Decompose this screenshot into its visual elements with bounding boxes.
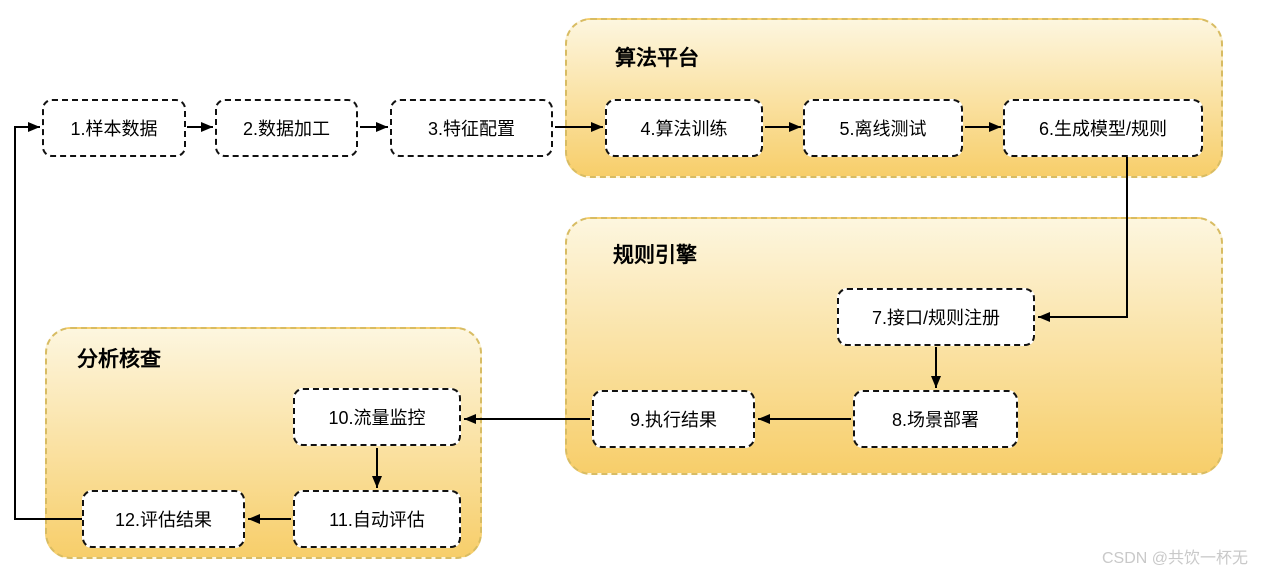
- node-8-scene-deploy: 8.场景部署: [853, 390, 1018, 448]
- node-5-offline-test: 5.离线测试: [803, 99, 963, 157]
- node-3-feature-config: 3.特征配置: [390, 99, 553, 157]
- node-12-eval-result: 12.评估结果: [82, 490, 245, 548]
- watermark-text: CSDN @共饮一杯无: [1101, 550, 1248, 567]
- node-9-exec-result: 9.执行结果: [592, 390, 755, 448]
- group-title-analysis-check: 分析核查: [77, 348, 161, 371]
- node-11-auto-eval: 11.自动评估: [293, 490, 461, 548]
- node-7-api-rule-register: 7.接口/规则注册: [837, 288, 1035, 346]
- group-title-algorithm-platform: 算法平台: [615, 47, 699, 70]
- node-10-traffic-monitor: 10.流量监控: [293, 388, 461, 446]
- group-title-rule-engine: 规则引擎: [613, 244, 697, 267]
- node-6-generate-model-rule: 6.生成模型/规则: [1003, 99, 1203, 157]
- node-1-sample-data: 1.样本数据: [42, 99, 186, 157]
- node-4-algo-training: 4.算法训练: [605, 99, 763, 157]
- node-2-data-processing: 2.数据加工: [215, 99, 358, 157]
